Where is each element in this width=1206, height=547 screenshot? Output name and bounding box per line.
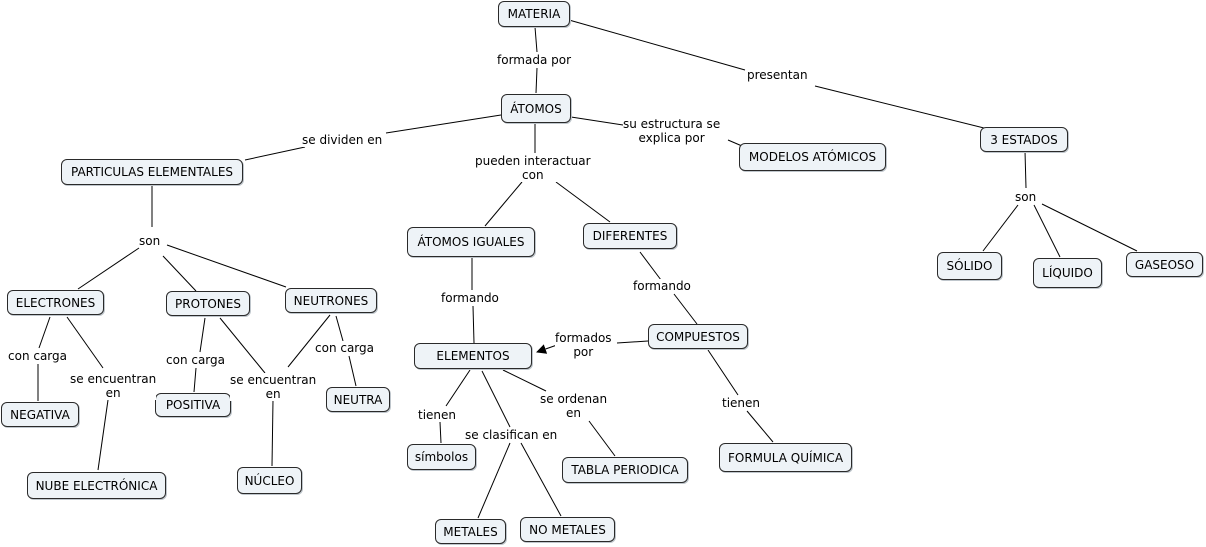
edge-clasifican-nometales xyxy=(520,442,562,517)
edge-neutrones-encuentran xyxy=(287,314,331,368)
node-nube-electronica[interactable]: NUBE ELECTRÓNICA xyxy=(27,472,166,499)
node-negativa[interactable]: NEGATIVA xyxy=(1,402,79,427)
node-neutrones[interactable]: NEUTRONES xyxy=(285,288,377,313)
edge-elementos-clasifican xyxy=(481,370,511,428)
node-gaseoso[interactable]: GASEOSO xyxy=(1126,252,1203,277)
node-nucleo[interactable]: NÚCLEO xyxy=(237,467,302,494)
edge-estados-son xyxy=(1024,150,1027,189)
link-tienen-elementos: tienen xyxy=(418,408,457,422)
edge-son-gaseoso xyxy=(1041,203,1138,252)
link-se-encuentran-electrones: se encuentran en xyxy=(70,372,157,400)
edge-carga-positiva xyxy=(193,367,197,393)
edge-interactuar-diferentes xyxy=(555,181,611,223)
node-tabla-periodica[interactable]: TABLA PERIODICA xyxy=(562,457,688,483)
node-no-metales[interactable]: NO METALES xyxy=(520,517,615,542)
node-atomos-iguales[interactable]: ÁTOMOS IGUALES xyxy=(407,227,535,257)
link-pueden-interactuar: pueden interactuar con xyxy=(475,154,591,182)
link-formados-por: formados por xyxy=(555,331,612,359)
node-modelos-atomicos[interactable]: MODELOS ATÓMICOS xyxy=(739,143,886,171)
link-formando-diferentes: formando xyxy=(633,279,691,293)
node-formula-quimica[interactable]: FORMULA QUÍMICA xyxy=(719,443,852,472)
edge-son-neutrones xyxy=(166,244,287,288)
link-con-carga-electrones: con carga xyxy=(8,349,68,363)
node-liquido[interactable]: LÍQUIDO xyxy=(1033,258,1102,288)
link-se-encuentran-nucleo: se encuentran en xyxy=(230,373,317,401)
edge-clasifican-metales xyxy=(477,442,511,519)
link-con-carga-neutrones: con carga xyxy=(315,341,375,355)
edge-formando-compuestos xyxy=(673,293,698,325)
edge-electrones-encuentran xyxy=(66,316,104,369)
edge-protones-carga xyxy=(199,317,206,353)
node-solido[interactable]: SÓLIDO xyxy=(937,252,1002,280)
edge-formando-elementos xyxy=(472,305,475,344)
node-positiva[interactable]: POSITIVA xyxy=(155,393,231,417)
link-son-particulas: son xyxy=(139,234,161,248)
link-tienen-compuestos: tienen xyxy=(722,396,761,410)
node-atomos[interactable]: ÁTOMOS xyxy=(501,94,571,123)
edge-atomos-estructura xyxy=(570,116,624,126)
edge-elementos-tienen xyxy=(445,369,471,407)
link-se-clasifican-en: se clasifican en xyxy=(465,428,558,442)
edge-dividen-particulas xyxy=(244,146,306,161)
edge-materia-formada xyxy=(534,26,538,53)
node-particulas-elementales[interactable]: PARTICULAS ELEMENTALES xyxy=(61,159,243,185)
edge-neutrones-carga xyxy=(335,315,344,342)
edge-son-solido xyxy=(982,204,1019,252)
link-son-estados: son xyxy=(1015,190,1037,204)
link-presentan: presentan xyxy=(747,68,808,82)
edge-tienen-simbolos xyxy=(439,421,442,444)
node-protones[interactable]: PROTONES xyxy=(166,291,250,316)
edge-ordenan-tabla xyxy=(588,420,616,457)
link-formando-iguales: formando xyxy=(441,291,499,305)
link-se-ordenan-en: se ordenan en xyxy=(540,392,608,420)
node-electrones[interactable]: ELECTRONES xyxy=(7,290,104,315)
edge-son-electrones xyxy=(77,247,140,290)
edge-interactuar-iguales xyxy=(484,181,523,227)
edge-protones-encuentran xyxy=(219,317,266,374)
edge-diferentes-formando xyxy=(639,251,662,281)
node-materia[interactable]: MATERIA xyxy=(498,1,570,27)
edge-formados-elementos xyxy=(536,344,558,354)
edge-encuentran-nube xyxy=(97,399,109,471)
edge-tienen-formula xyxy=(746,410,774,443)
link-con-carga-protones: con carga xyxy=(166,353,226,367)
link-se-dividen-en: se dividen en xyxy=(302,133,383,147)
node-compuestos[interactable]: COMPUESTOS xyxy=(648,324,748,349)
edge-formada-atomos xyxy=(535,67,538,94)
edge-atomos-dividen xyxy=(385,114,502,134)
edge-materia-presentan xyxy=(568,19,746,71)
node-metales[interactable]: METALES xyxy=(435,519,506,544)
edge-compuestos-tienen xyxy=(707,349,739,396)
edge-encuentran-nucleo xyxy=(271,399,274,467)
node-neutra[interactable]: NEUTRA xyxy=(326,387,390,412)
edge-elementos-ordenan xyxy=(502,369,547,392)
node-diferentes[interactable]: DIFERENTES xyxy=(583,223,677,249)
edge-carga-neutra xyxy=(348,355,357,387)
node-simbolos[interactable]: símbolos xyxy=(407,444,476,470)
edge-electrones-carga xyxy=(38,316,51,349)
link-formada-por: formada por xyxy=(497,53,572,67)
edge-son-liquido xyxy=(1033,204,1061,258)
edge-presentan-estados xyxy=(814,85,985,129)
node-elementos[interactable]: ELEMENTOS xyxy=(414,343,532,369)
edge-son-protones xyxy=(162,255,197,292)
node-3-estados[interactable]: 3 ESTADOS xyxy=(980,127,1068,152)
edge-compuestos-formados xyxy=(616,340,649,344)
link-su-estructura: su estructura se explica por xyxy=(623,117,721,145)
